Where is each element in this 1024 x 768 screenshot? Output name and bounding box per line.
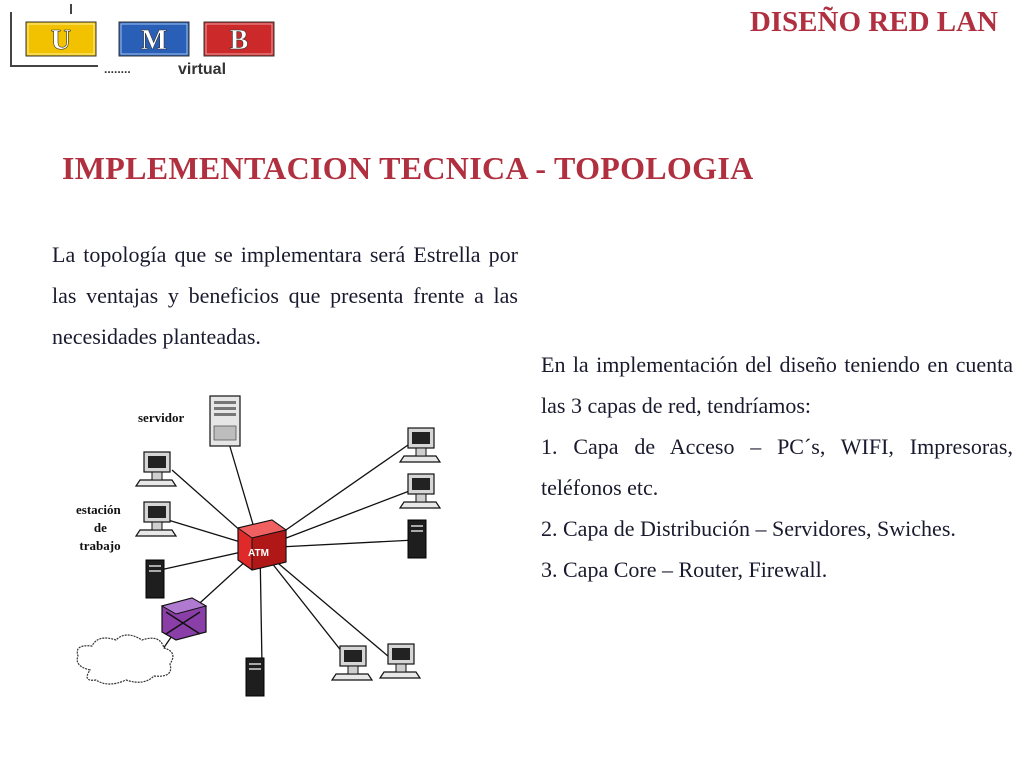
tower-computer-icon xyxy=(145,559,165,599)
tower-computer-icon xyxy=(407,519,427,559)
workstation-icon xyxy=(399,427,441,463)
section-header: DISEÑO RED LAN xyxy=(749,6,998,38)
server-icon xyxy=(209,395,241,447)
atm-hub-icon: ATM xyxy=(236,519,288,571)
layers-paragraph: En la implementación del diseño teniendo… xyxy=(541,344,1013,590)
layer-core: 3. Capa Core – Router, Firewall. xyxy=(541,557,828,582)
workstation-icon xyxy=(331,645,373,681)
workstation-label: estación de trabajo xyxy=(76,502,124,553)
workstation-icon xyxy=(379,643,421,679)
topology-paragraph: La topología que se implementara será Es… xyxy=(52,242,518,349)
tower-computer-icon xyxy=(245,657,265,697)
workstation-icon xyxy=(135,451,177,487)
router-icon xyxy=(160,597,208,641)
cloud-icon xyxy=(76,634,174,685)
svg-text:U: U xyxy=(51,25,71,56)
workstation-icon xyxy=(135,501,177,537)
star-topology-diagram: servidor estación de trabajo ATM xyxy=(76,395,441,697)
server-label: servidor xyxy=(138,410,184,425)
umb-virtual-logo: U M B ........ virtual xyxy=(10,4,275,78)
slide-title: IMPLEMENTACION TECNICA - TOPOLOGIA xyxy=(62,150,754,186)
svg-text:ATM: ATM xyxy=(248,548,269,559)
svg-text:M: M xyxy=(141,25,167,56)
layer-access: 1. Capa de Acceso – PC´s, WIFI, Impresor… xyxy=(541,434,1013,500)
svg-text:virtual: virtual xyxy=(178,61,226,78)
svg-text:........: ........ xyxy=(104,62,131,76)
svg-text:B: B xyxy=(230,25,249,56)
workstation-icon xyxy=(399,473,441,509)
layers-intro: En la implementación del diseño teniendo… xyxy=(541,352,1013,418)
layer-distribution: 2. Capa de Distribución – Servidores, Sw… xyxy=(541,516,956,541)
